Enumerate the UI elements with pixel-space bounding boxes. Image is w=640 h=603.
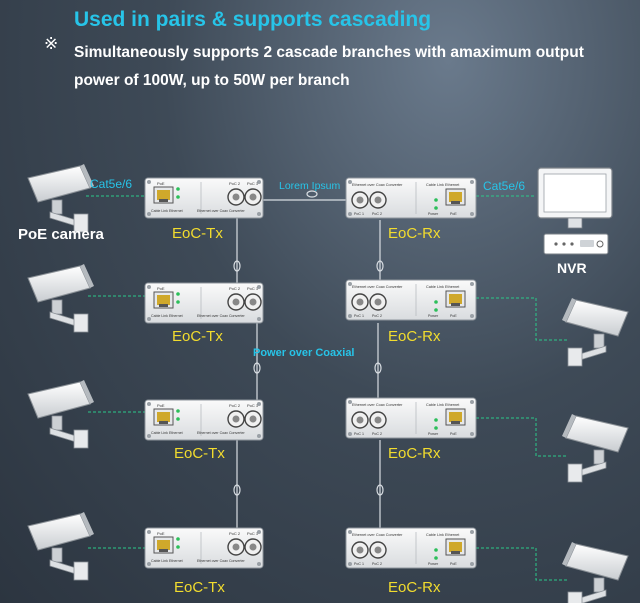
eoc-rx-unit: Ethernet over Coax Converter Cable Link … <box>345 177 477 219</box>
svg-text:PoE: PoE <box>157 286 165 291</box>
svg-text:Cable Link Ethernet: Cable Link Ethernet <box>151 314 183 318</box>
cable-label-right: Cat5e/6 <box>483 179 525 193</box>
svg-text:PoC 1: PoC 1 <box>354 212 364 216</box>
rx-unit-label: EoC-Rx <box>388 225 441 242</box>
rx-top-label: Ethernet over Coax Converter <box>352 183 403 187</box>
eoc-tx-unit: PoE PoC 2 PoC 1 Cable Link Ethernet Ethe… <box>144 527 264 569</box>
svg-text:PoE: PoE <box>450 314 457 318</box>
rx-unit-label: EoC-Rx <box>388 579 441 596</box>
poe-camera-icon <box>27 163 95 233</box>
camera-label: PoE camera <box>18 226 105 243</box>
tx-unit-label: EoC-Tx <box>174 445 225 462</box>
svg-text:Power: Power <box>428 212 439 216</box>
svg-text:PoC 1: PoC 1 <box>247 531 259 536</box>
eoc-tx-unit: PoE PoC 2 PoC 1 Cable Link Ethernet Ethe… <box>144 282 264 324</box>
svg-text:Power: Power <box>428 314 439 318</box>
power-coax-label: Power over Coaxial <box>253 347 355 359</box>
camera-icon <box>561 541 629 603</box>
svg-text:PoC 1: PoC 1 <box>354 432 364 436</box>
tx-side-label: Cable Link Ethernet <box>151 209 183 213</box>
svg-text:Cable Link Ethernet: Cable Link Ethernet <box>151 559 183 563</box>
svg-text:Ethernet over Coax Converter: Ethernet over Coax Converter <box>197 314 246 318</box>
svg-text:Ethernet over Coax Converter: Ethernet over Coax Converter <box>197 559 246 563</box>
camera-icon <box>561 413 629 483</box>
eoc-tx-unit: PoE PoC 2 PoC 1 Cable Link Ethernet Ethe… <box>144 399 264 441</box>
svg-text:PoE: PoE <box>157 531 165 536</box>
svg-text:Cable Link Ethernet: Cable Link Ethernet <box>426 285 460 289</box>
tx-unit-label: EoC-Tx <box>172 225 223 242</box>
poe-camera-icon <box>27 379 95 449</box>
cable-rxcam4 <box>476 547 568 581</box>
tx-unit-label: EoC-Tx <box>174 579 225 596</box>
eoc-rx-unit: Ethernet over Coax Converter Cable Link … <box>345 397 477 439</box>
cable-label-left: Cat5e/6 <box>90 177 132 191</box>
poc2-label: PoC 2 <box>229 181 241 186</box>
poc1-label: PoC 1 <box>247 181 259 186</box>
svg-text:PoC 2: PoC 2 <box>372 432 382 436</box>
cable-rxcam3 <box>476 417 568 457</box>
svg-text:PoC 2: PoC 2 <box>372 212 382 216</box>
eoc-rx-unit: Ethernet over Coax Converter Cable Link … <box>345 279 477 321</box>
poe-camera-icon <box>27 511 95 581</box>
svg-text:PoE: PoE <box>450 562 457 566</box>
cable-rxcam2 <box>476 297 568 341</box>
tx-unit-label: EoC-Tx <box>172 328 223 345</box>
svg-text:PoC 2: PoC 2 <box>229 403 241 408</box>
svg-text:Cable Link Ethernet: Cable Link Ethernet <box>426 533 460 537</box>
lorem-label: Lorem Ipsum <box>279 180 341 192</box>
subtitle-line-1: Simultaneously supports 2 cascade branch… <box>74 44 584 61</box>
tx-top-label: Ethernet over Coax Converter <box>197 209 246 213</box>
svg-text:PoC 2: PoC 2 <box>229 286 241 291</box>
svg-text:PoC 1: PoC 1 <box>354 562 364 566</box>
camera-icon <box>561 297 629 367</box>
svg-text:PoE: PoE <box>450 212 457 216</box>
svg-text:PoC 2: PoC 2 <box>372 314 382 318</box>
svg-text:PoC 1: PoC 1 <box>247 286 259 291</box>
svg-text:PoE: PoE <box>450 432 457 436</box>
nvr-icon <box>537 167 613 255</box>
svg-text:Cable Link Ethernet: Cable Link Ethernet <box>426 403 460 407</box>
svg-text:Power: Power <box>428 562 439 566</box>
svg-text:PoC 1: PoC 1 <box>354 314 364 318</box>
svg-text:PoE: PoE <box>157 403 165 408</box>
page-title: Used in pairs & supports cascading <box>74 8 432 31</box>
eoc-rx-unit: Ethernet over Coax Converter Cable Link … <box>345 527 477 569</box>
asterisk-icon: ※ <box>44 34 59 53</box>
svg-text:PoC 1: PoC 1 <box>247 403 259 408</box>
eoc-tx-unit: PoE PoC 2 PoC 1 Cable Link Ethernet Ethe… <box>144 177 264 219</box>
rx-side-label: Cable Link Ethernet <box>426 183 460 187</box>
poe-label: PoE <box>157 181 165 186</box>
svg-text:Ethernet over Coax Converter: Ethernet over Coax Converter <box>352 533 403 537</box>
svg-text:PoC 2: PoC 2 <box>229 531 241 536</box>
svg-text:Ethernet over Coax Converter: Ethernet over Coax Converter <box>352 403 403 407</box>
svg-text:Power: Power <box>428 432 439 436</box>
svg-text:Cable Link Ethernet: Cable Link Ethernet <box>151 431 183 435</box>
svg-text:Ethernet over Coax Converter: Ethernet over Coax Converter <box>197 431 246 435</box>
poe-camera-icon <box>27 263 95 333</box>
subtitle-line-2: power of 100W, up to 50W per branch <box>74 72 350 89</box>
svg-text:PoC 2: PoC 2 <box>372 562 382 566</box>
nvr-label: NVR <box>557 260 587 276</box>
svg-text:Ethernet over Coax Converter: Ethernet over Coax Converter <box>352 285 403 289</box>
rx-unit-label: EoC-Rx <box>388 328 441 345</box>
rx-unit-label: EoC-Rx <box>388 445 441 462</box>
